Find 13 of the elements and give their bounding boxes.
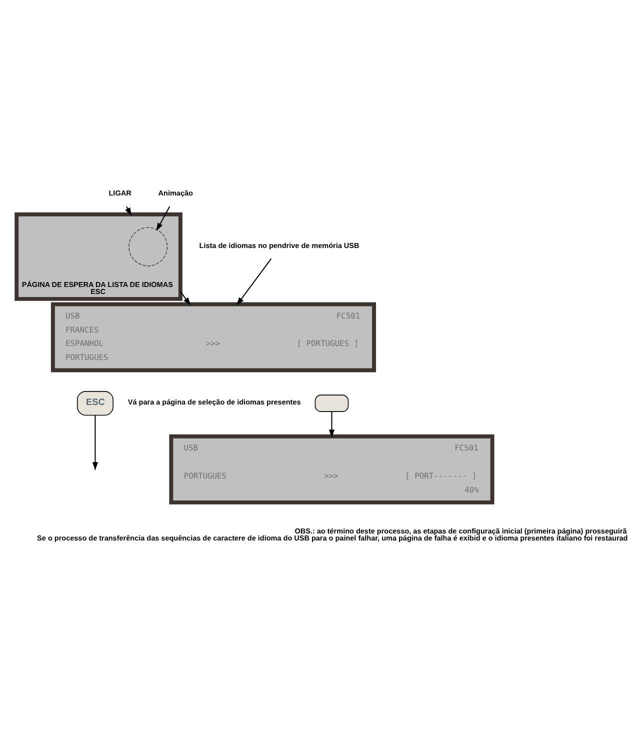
node-box <box>314 394 349 412</box>
label: OBS.: ao término deste processo, as etapas de configuraçã inicial (primeira página) prosseguirã <box>294 526 627 535</box>
node-label: Vá para a página de seleção de idiomas presentes <box>128 397 301 406</box>
node-circle <box>128 226 168 266</box>
arrow <box>236 258 272 305</box>
node-text: Animação <box>158 188 193 198</box>
node-text: LIGAR <box>108 188 132 198</box>
node-box: ESC <box>76 390 114 416</box>
cluster: PÁGINA DE ESPERA DA LISTA DE IDIOMAS ESC <box>14 212 182 300</box>
arrow <box>180 290 191 305</box>
node-text: Lista de idiomas no pendrive de memória USB <box>199 240 360 250</box>
arrow <box>328 411 335 438</box>
arrow <box>156 206 170 230</box>
